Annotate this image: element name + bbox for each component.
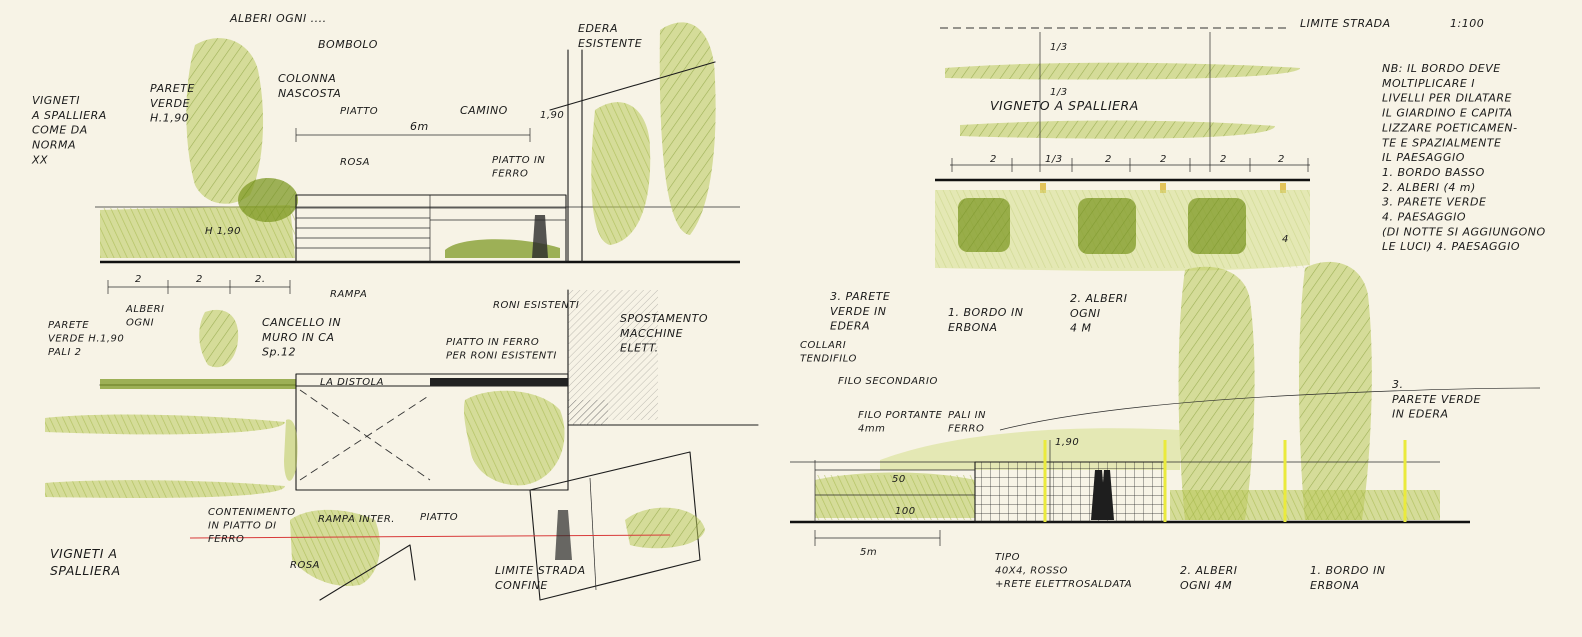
label-d2f: 2 bbox=[1278, 154, 1285, 165]
label-dim-2c: 2. bbox=[255, 274, 266, 285]
right-labels: LIMITE STRADA 1:100 1/3 1/3 VIGNETO A SP… bbox=[800, 17, 1546, 592]
label-dim-190: 1,90 bbox=[540, 110, 564, 121]
label-bombolo: BOMBOLO bbox=[318, 38, 378, 51]
label-6m: 6m bbox=[410, 120, 429, 133]
right-sketch bbox=[790, 27, 1541, 546]
label-piatto-bottom: PIATTO bbox=[420, 512, 458, 523]
label-four: 4 bbox=[1282, 234, 1289, 245]
label-rosa-bottom: ROSA bbox=[290, 560, 320, 571]
label-filo-secondario: FILO SECONDARIO bbox=[838, 376, 938, 387]
label-frac-mid: 1/3 bbox=[1050, 87, 1068, 98]
label-rampa-inter: RAMPA INTER. bbox=[318, 514, 395, 525]
label-rosa: ROSA bbox=[340, 157, 370, 168]
label-roni-esistenti: RONI ESISTENTI bbox=[493, 300, 579, 311]
label-dim-100: 100 bbox=[895, 506, 916, 517]
label-h-190: H 1,90 bbox=[205, 226, 241, 237]
label-frac-top: 1/3 bbox=[1050, 42, 1068, 53]
label-limite-strada-right: LIMITE STRADA bbox=[1300, 17, 1391, 30]
label-dim-2b: 2 bbox=[196, 274, 203, 285]
label-vigneto: VIGNETO A SPALLIERA bbox=[990, 98, 1139, 113]
label-d2e: 2 bbox=[1220, 154, 1227, 165]
label-d2b: 1/3 bbox=[1045, 154, 1063, 165]
label-d2a: 2 bbox=[990, 154, 997, 165]
label-d2d: 2 bbox=[1160, 154, 1167, 165]
label-alberi-ogni: ALBERI OGNI .... bbox=[229, 12, 327, 25]
label-scale: 1:100 bbox=[1450, 17, 1484, 30]
label-rampa-top: RAMPA bbox=[330, 289, 367, 300]
label-d2c: 2 bbox=[1105, 154, 1112, 165]
left-sketch bbox=[45, 22, 759, 601]
label-dim-5m: 5m bbox=[860, 547, 877, 558]
label-camino: CAMINO bbox=[460, 104, 508, 117]
label-dim-190-right: 1,90 bbox=[1055, 437, 1079, 448]
label-la-distola: LA DISTOLA bbox=[320, 377, 384, 388]
label-piatto: PIATTO bbox=[340, 106, 378, 117]
label-dim-50: 50 bbox=[892, 474, 906, 485]
label-dim-2a: 2 bbox=[135, 274, 142, 285]
